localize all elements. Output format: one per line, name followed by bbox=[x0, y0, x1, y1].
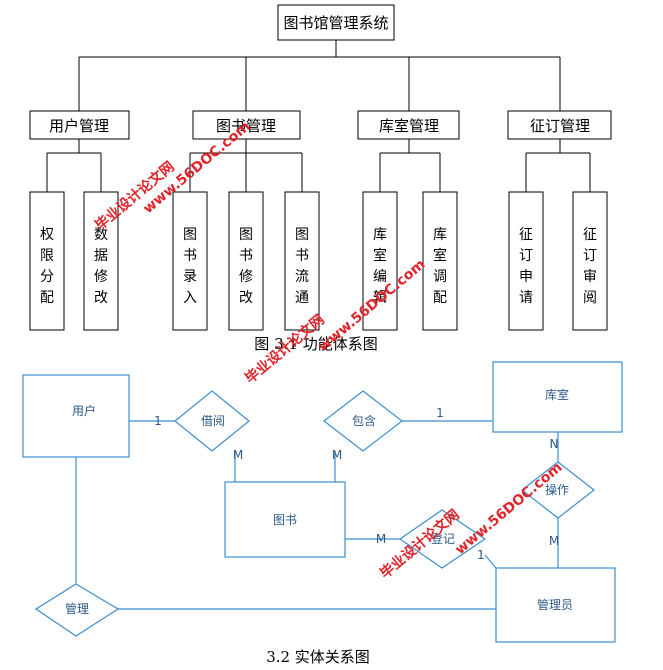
figure2-caption: 3.2 实体关系图 bbox=[266, 648, 370, 666]
leaf-label-library-edit: 库室编辑 bbox=[373, 227, 387, 306]
entity-book bbox=[224, 481, 346, 558]
module-box-user bbox=[29, 110, 130, 140]
leaf-label-library-allocate: 库室调配 bbox=[433, 227, 447, 306]
root-label: 图书馆管理系统 bbox=[283, 14, 388, 32]
leaf-label-order-review: 征订审阅 bbox=[583, 227, 597, 306]
card-user-borrow: 1 bbox=[154, 414, 162, 428]
card-library-operate: N bbox=[550, 437, 559, 451]
leaf-label-book-circulation: 图书流通 bbox=[295, 227, 309, 306]
leaf-box-library-allocate bbox=[422, 191, 458, 331]
relation-borrow bbox=[174, 390, 250, 452]
er-labels: 用户 库室 图书 管理员 借阅 包含 操作 登记 管理 1 M 1 M N M … bbox=[65, 387, 573, 616]
entity-user-label: 用户 bbox=[72, 403, 96, 418]
entity-book-label: 图书 bbox=[273, 513, 297, 527]
entity-admin-label: 管理员 bbox=[537, 597, 573, 612]
leaf-label-order-apply: 征订申请 bbox=[519, 227, 533, 306]
entity-library-label: 库室 bbox=[545, 387, 569, 402]
entity-admin bbox=[495, 567, 616, 643]
module-label-order: 征订管理 bbox=[530, 117, 590, 135]
leaf-box-book-circulation bbox=[284, 191, 320, 331]
leaf-label-permission: 权限分配 bbox=[40, 227, 54, 306]
entity-library bbox=[492, 361, 623, 433]
leaf-box-book-entry bbox=[172, 191, 208, 331]
relation-contain bbox=[323, 390, 403, 452]
leaf-box-library-edit bbox=[362, 191, 398, 331]
card-contain-book: M bbox=[332, 448, 342, 462]
relation-operate bbox=[521, 461, 595, 519]
relation-manage-label: 管理 bbox=[65, 601, 89, 616]
leaf-label-book-edit: 图书修改 bbox=[239, 227, 253, 306]
module-box-library bbox=[357, 110, 460, 140]
leaf-box-order-review bbox=[572, 191, 608, 331]
leaf-label-book-entry: 图书录入 bbox=[183, 227, 197, 306]
er-diagram bbox=[22, 361, 623, 643]
relation-contain-label: 包含 bbox=[352, 413, 376, 428]
root-box bbox=[277, 4, 395, 41]
relation-register bbox=[398, 509, 487, 569]
relation-manage bbox=[34, 583, 120, 637]
card-register-admin: 1 bbox=[477, 548, 485, 562]
leaf-box-book-edit bbox=[228, 191, 264, 331]
card-operate-admin: M bbox=[549, 534, 559, 548]
module-label-user: 用户管理 bbox=[49, 117, 109, 135]
figure1-caption: 图 3.1 功能体系图 bbox=[254, 335, 377, 353]
module-label-library: 库室管理 bbox=[379, 117, 439, 135]
card-book-register: M bbox=[376, 532, 386, 546]
leaf-box-data-edit bbox=[83, 191, 119, 331]
entity-user bbox=[22, 374, 130, 458]
function-tree bbox=[29, 4, 612, 331]
relation-register-label: 登记 bbox=[431, 531, 455, 546]
leaf-box-order-apply bbox=[508, 191, 544, 331]
module-label-book: 图书管理 bbox=[216, 117, 276, 135]
function-tree-labels: 图书馆管理系统 用户管理 图书管理 库室管理 征订管理 bbox=[49, 14, 590, 135]
module-box-book bbox=[192, 110, 301, 140]
leaf-labels: 权限分配 数据修改 图书录入 图书修改 图书流通 库室编辑 库室调配 征订申请 征订审阅 bbox=[40, 227, 597, 306]
card-contain-library: 1 bbox=[436, 406, 444, 420]
relation-operate-label: 操作 bbox=[545, 482, 569, 497]
module-box-order bbox=[507, 110, 612, 140]
relation-borrow-label: 借阅 bbox=[201, 414, 225, 428]
card-borrow-book: M bbox=[233, 448, 243, 462]
leaf-label-data-edit: 数据修改 bbox=[94, 227, 108, 306]
leaf-box-permission bbox=[29, 191, 65, 331]
